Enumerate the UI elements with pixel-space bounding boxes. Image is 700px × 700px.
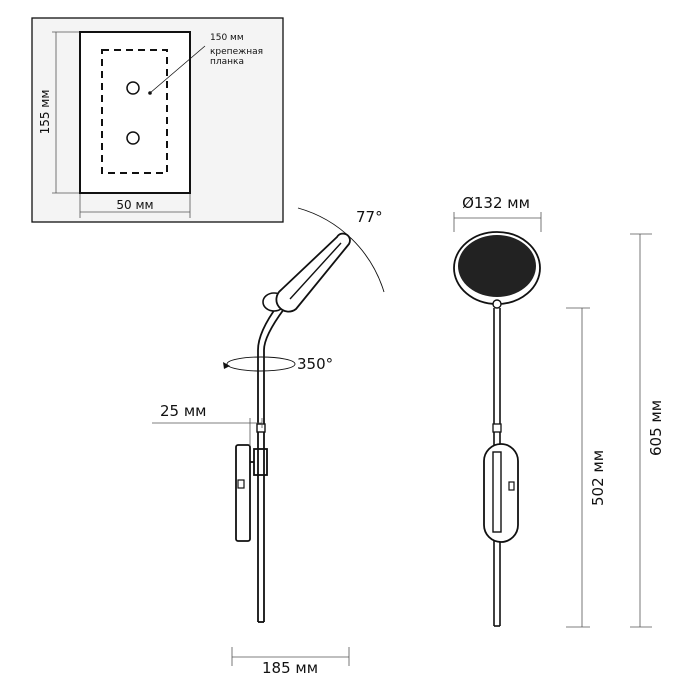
plate-width-label: 50 мм [116, 198, 153, 212]
side-view: 77° 350° 25 мм 185 мм [152, 207, 385, 677]
screw-hole-top [126, 81, 140, 95]
bracket-label-line2: планка [210, 57, 244, 67]
projection-label: 185 мм [262, 659, 318, 677]
stem-coupling [256, 423, 266, 433]
screw-hole-bottom [126, 131, 140, 145]
shade-rim [289, 242, 342, 300]
base-switch [237, 479, 245, 489]
bracket-width-label: 150 мм [210, 33, 244, 43]
neck-curve-right [263, 308, 285, 351]
total-height-label: 605 мм [647, 400, 665, 456]
mounting-bracket [101, 49, 168, 174]
plate-height-label: 155 мм [38, 90, 52, 135]
depth-label: 25 мм [160, 402, 207, 420]
shade-diameter-label: Ø132 мм [462, 194, 530, 212]
wall-base [235, 444, 251, 542]
front-switch [508, 481, 515, 491]
mount-plate [79, 31, 191, 194]
front-stem-collar [492, 451, 502, 533]
bracket-leader-line [149, 45, 206, 94]
bracket-label-line1: крепежная [210, 47, 263, 57]
rotation-angle-label: 350° [297, 355, 333, 373]
tilt-arc [297, 207, 385, 293]
rotation-ellipse [226, 356, 296, 372]
front-joint [492, 299, 502, 309]
rotation-arrowhead [223, 362, 230, 369]
lower-height-label: 502 мм [589, 450, 607, 506]
stem-connector [253, 448, 268, 476]
tilt-angle-label: 77° [356, 208, 383, 226]
mount-plate-detail: 155 мм 50 мм 150 мм крепежная планка [31, 17, 284, 223]
front-coupling [492, 423, 502, 433]
shade-face [458, 235, 536, 297]
front-view: Ø132 мм 502 мм 605 мм [453, 194, 665, 628]
